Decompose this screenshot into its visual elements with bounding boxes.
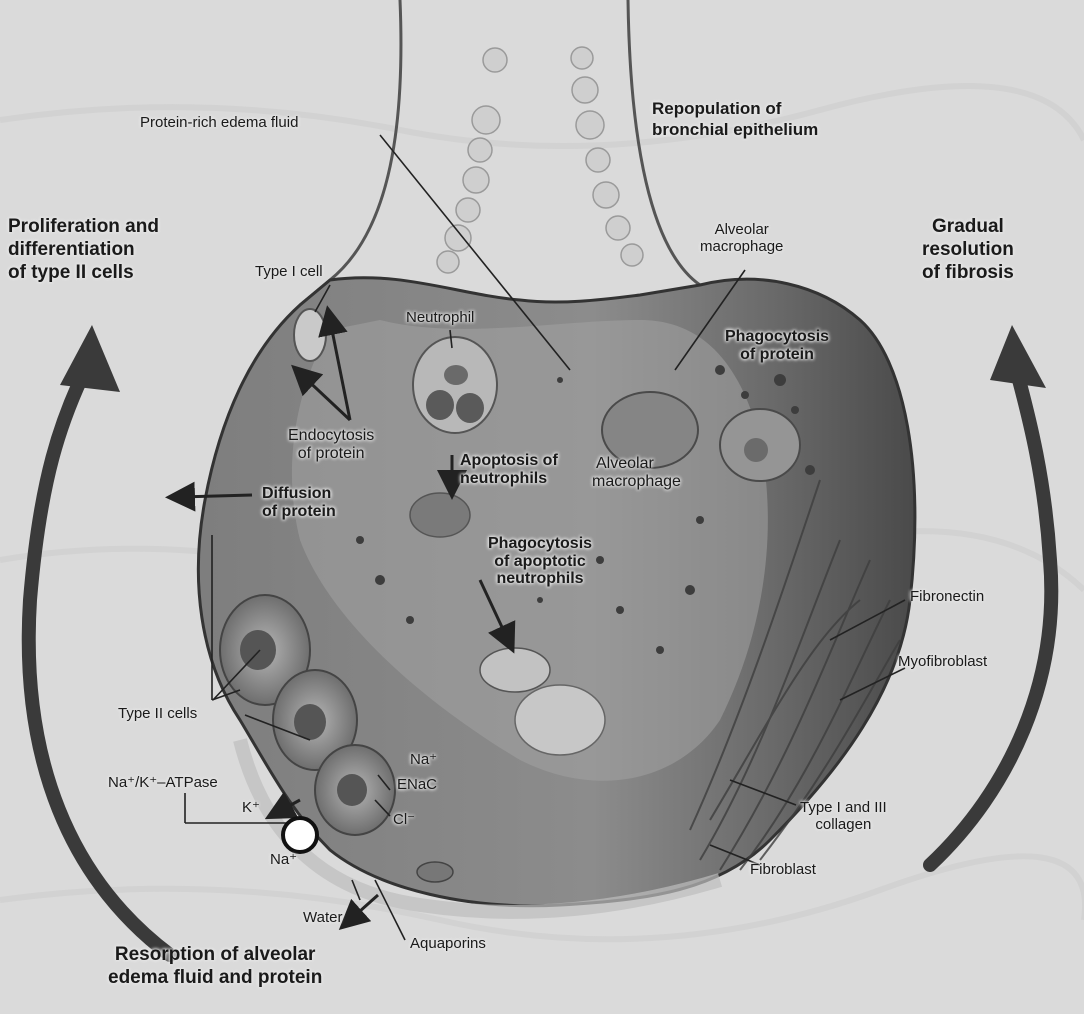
- label-type2-cells: Type II cells: [118, 706, 197, 723]
- label-neutrophil: Neutrophil: [406, 310, 474, 327]
- label-phagocytosis-protein: Phagocytosis of protein: [725, 328, 829, 363]
- label-enac: ENaC: [397, 777, 437, 794]
- heading-resolution-fibrosis: Gradual resolution of fibrosis: [922, 216, 1014, 284]
- label-fibronectin: Fibronectin: [910, 589, 984, 606]
- label-collagen: Type I and III collagen: [800, 800, 887, 833]
- label-fibroblast: Fibroblast: [750, 862, 816, 879]
- heading-proliferation: Proliferation and differentiation of typ…: [8, 216, 159, 284]
- atpase-pump: [283, 818, 317, 852]
- label-apoptosis: Apoptosis of neutrophils: [460, 452, 558, 487]
- label-protein-edema: Protein-rich edema fluid: [140, 115, 298, 132]
- type1-cell-shape: [294, 309, 326, 361]
- label-na-plus-bottom: Na⁺: [270, 852, 297, 869]
- label-na-plus: Na⁺: [410, 752, 437, 769]
- label-atpase: Na⁺/K⁺–ATPase: [108, 775, 218, 792]
- label-phagocytosis-apoptotic: Phagocytosis of apoptotic neutrophils: [488, 535, 592, 588]
- label-cl: Cl⁻: [393, 812, 415, 829]
- label-diffusion: Diffusion of protein: [262, 485, 336, 520]
- label-alveolar-macrophage-top: Alveolar macrophage: [700, 222, 783, 255]
- label-aquaporins: Aquaporins: [410, 936, 486, 953]
- label-k-plus: K⁺: [242, 800, 260, 817]
- heading-repopulation: Repopulation of bronchial epithelium: [652, 98, 818, 141]
- heading-resorption: Resorption of alveolar edema fluid and p…: [108, 944, 322, 990]
- label-myofibroblast: Myofibroblast: [898, 654, 987, 671]
- label-water: Water: [303, 910, 342, 927]
- label-type1-cell: Type I cell: [255, 264, 323, 281]
- label-endocytosis: Endocytosis of protein: [288, 427, 374, 462]
- label-alveolar-macrophage-mid: Alveolar macrophage: [596, 455, 681, 490]
